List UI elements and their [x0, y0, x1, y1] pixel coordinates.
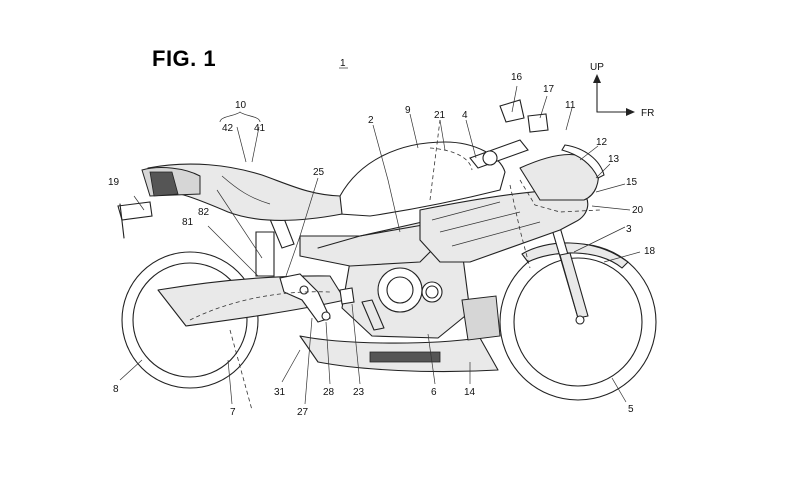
ref-10: 10 — [235, 100, 247, 111]
mirror-right — [528, 114, 548, 132]
ref-6: 6 — [431, 387, 437, 398]
ref-41: 41 — [254, 123, 266, 134]
ref-20: 20 — [632, 205, 644, 216]
ref-8: 8 — [113, 384, 119, 395]
ref-17: 17 — [543, 84, 555, 95]
ref-16: 16 — [511, 72, 523, 83]
ref-10-brace — [220, 112, 260, 122]
ref-23: 23 — [353, 387, 365, 398]
up-label: UP — [590, 62, 604, 73]
chain-hidden-line — [230, 330, 252, 410]
ref-3: 3 — [626, 224, 632, 235]
ref-18: 18 — [644, 246, 656, 257]
fr-arrow-head — [626, 108, 635, 116]
ref-7: 7 — [230, 407, 236, 418]
ref-12: 12 — [596, 137, 608, 148]
up-arrow-head — [593, 74, 601, 83]
ref-82: 82 — [198, 207, 210, 218]
main-ref-number: 1 — [340, 58, 346, 69]
ref-2: 2 — [368, 115, 374, 126]
ref-42: 42 — [222, 123, 234, 134]
exhaust — [370, 352, 440, 362]
steering-head — [483, 151, 497, 165]
ref-5: 5 — [628, 404, 634, 415]
ref-11: 11 — [565, 100, 576, 111]
fr-label: FR — [641, 108, 654, 119]
ref-31: 31 — [274, 387, 286, 398]
ref-14: 14 — [464, 387, 476, 398]
direction-indicator: UP FR — [590, 62, 654, 119]
front-fender — [522, 243, 628, 268]
ref-21: 21 — [434, 110, 446, 121]
ref-4: 4 — [462, 110, 468, 121]
rear-bracket — [256, 232, 274, 276]
ref-28: 28 — [323, 387, 335, 398]
ref-27: 27 — [297, 407, 309, 418]
lower-cowl — [462, 296, 500, 340]
ref-9: 9 — [405, 105, 411, 116]
ref-25: 25 — [313, 167, 325, 178]
license-bracket — [118, 202, 152, 220]
ref-13: 13 — [608, 154, 620, 165]
ref-81: 81 — [182, 217, 194, 228]
ref-19: 19 — [108, 177, 120, 188]
ref-15: 15 — [626, 177, 638, 188]
